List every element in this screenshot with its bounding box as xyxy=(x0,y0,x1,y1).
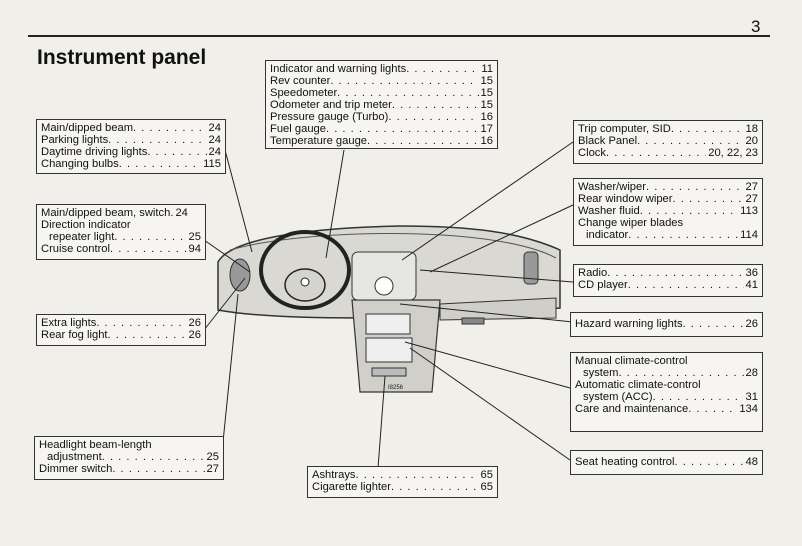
box-ashtray: Ashtrays65 Cigarette lighter65 xyxy=(307,466,498,498)
leader-hazard xyxy=(399,303,574,323)
box-climate: Manual climate-control system28 Automati… xyxy=(570,352,763,432)
index-row: Main/dipped beam, switch.24 xyxy=(41,207,188,219)
leader-top-center xyxy=(325,149,345,259)
page-number: 3 xyxy=(751,17,761,36)
index-row: CD player41 xyxy=(578,279,758,291)
index-row: Daytime driving lights24 xyxy=(41,146,221,158)
index-row: system (ACC)31 xyxy=(575,391,758,403)
index-row: Clock20, 22, 23 xyxy=(578,147,758,159)
cluster-dial xyxy=(374,276,394,296)
index-row: Black Panel20 xyxy=(578,135,758,147)
index-row: Temperature gauge16 xyxy=(270,135,493,147)
glovebox xyxy=(439,297,557,321)
index-row: Change wiper blades xyxy=(578,217,684,229)
box-wiper: Washer/wiper27 Rear window wiper27 Washe… xyxy=(573,178,763,246)
index-row: Dimmer switch27 xyxy=(39,463,219,475)
index-row: Washer/wiper27 xyxy=(578,181,758,193)
index-row: Ashtrays65 xyxy=(312,469,493,481)
index-row: Manual climate-control xyxy=(575,355,688,367)
index-row: Radio36 xyxy=(578,267,758,279)
steering-horn xyxy=(300,277,310,287)
box-radio: Radio36 CD player41 xyxy=(573,264,763,297)
illustration-code: I8256 xyxy=(388,385,404,391)
page-title: Instrument panel xyxy=(37,46,207,69)
leader-ashtray xyxy=(377,375,386,469)
index-row: Washer fluid113 xyxy=(578,205,758,217)
index-row: Direction indicator xyxy=(41,219,131,231)
index-row: Hazard warning lights26 xyxy=(575,318,758,330)
leader-wiper xyxy=(429,204,574,273)
glovebox-handle xyxy=(461,317,485,325)
index-row: Automatic climate-control xyxy=(575,379,701,391)
index-row: Seat heating control48 xyxy=(575,456,758,468)
left-air-vent xyxy=(229,258,251,292)
index-row: Trip computer, SID18 xyxy=(578,123,758,135)
steering-wheel xyxy=(259,230,351,310)
leader-climate xyxy=(404,341,571,389)
box-lights: Main/dipped beam24 Parking lights24 Dayt… xyxy=(36,119,226,174)
instrument-cluster xyxy=(351,251,417,301)
index-row: Extra lights26 xyxy=(41,317,201,329)
index-row: Headlight beam-length xyxy=(39,439,152,451)
box-instruments: Indicator and warning lights11 Rev count… xyxy=(265,60,498,149)
index-row: Rev counter15 xyxy=(270,75,493,87)
index-row: Cruise control94 xyxy=(41,243,201,255)
index-row: system28 xyxy=(575,367,758,379)
index-row: Indicator and warning lights11 xyxy=(270,63,493,75)
box-hazard: Hazard warning lights26 xyxy=(570,312,763,337)
index-row: Rear fog light26 xyxy=(41,329,201,341)
leader-switch xyxy=(203,239,251,273)
index-row: Care and maintenance134 xyxy=(575,403,758,415)
index-row: Pressure gauge (Turbo)16 xyxy=(270,111,493,123)
box-switch: Main/dipped beam, switch.24 Direction in… xyxy=(36,204,206,260)
leader-lines xyxy=(203,141,574,469)
index-row: Main/dipped beam24 xyxy=(41,122,221,134)
index-row: Fuel gauge17 xyxy=(270,123,493,135)
index-row: indicator114 xyxy=(578,229,758,241)
index-row: Rear window wiper27 xyxy=(578,193,758,205)
box-trip: Trip computer, SID18 Black Panel20 Clock… xyxy=(573,120,763,164)
index-row: repeater light25 xyxy=(41,231,201,243)
leader-radio xyxy=(419,269,574,283)
index-row: Cigarette lighter65 xyxy=(312,481,493,493)
console-lower-slot xyxy=(371,367,407,377)
right-air-vent xyxy=(523,251,539,285)
leader-seat xyxy=(409,347,571,461)
box-fog: Extra lights26 Rear fog light26 xyxy=(36,314,206,346)
leader-lights xyxy=(224,149,253,253)
index-row: adjustment25 xyxy=(39,451,219,463)
leader-trip xyxy=(401,141,574,261)
index-row: Odometer and trip meter15 xyxy=(270,99,493,111)
console-control-panel xyxy=(365,337,413,363)
console-switch-panel xyxy=(365,313,411,335)
leader-fog xyxy=(203,277,246,331)
box-seat: Seat heating control48 xyxy=(570,450,763,475)
box-headlight: Headlight beam-length adjustment25 Dimme… xyxy=(34,436,224,480)
index-row: Parking lights24 xyxy=(41,134,221,146)
header-rule xyxy=(28,35,770,37)
leader-headlight xyxy=(221,293,239,453)
index-row: Speedometer15 xyxy=(270,87,493,99)
index-row: Changing bulbs115 xyxy=(41,158,221,170)
